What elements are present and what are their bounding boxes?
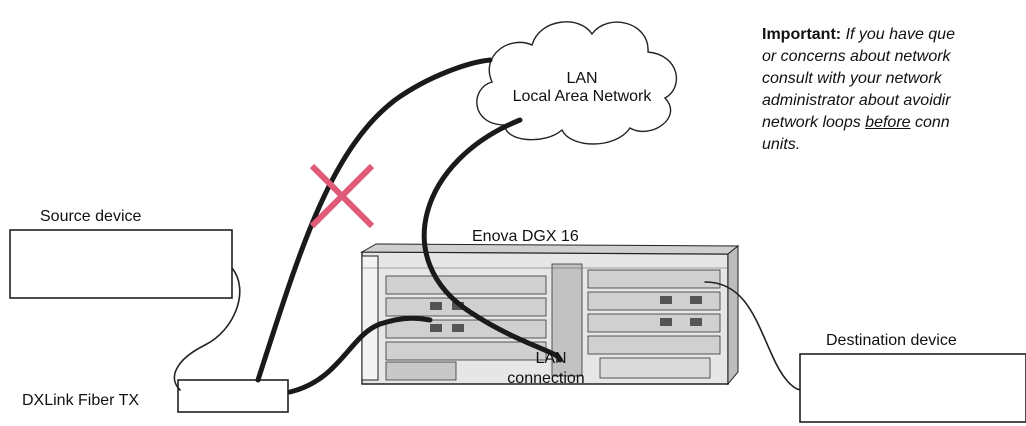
destination-device-label: Destination device [826, 332, 957, 349]
crossed-lan-cable [255, 57, 493, 383]
note-line6: units. [762, 136, 801, 153]
note-line1: If you have que [845, 26, 955, 43]
source-device-label: Source device [40, 208, 142, 225]
note-lead: Important: [762, 26, 842, 43]
enova-dgx-chassis [360, 243, 740, 386]
lan-connection-label-2: connection [507, 370, 585, 387]
lan-connection-label-1: LAN [535, 350, 567, 367]
dgx-lan-cable [421, 117, 563, 363]
dgx-to-destination-cable [704, 281, 801, 391]
cloud-lan-label: LAN [566, 70, 598, 87]
cloud-network-label: Local Area Network [512, 88, 652, 105]
source-device-box [9, 229, 233, 299]
source-to-tx-cable [173, 267, 241, 391]
note-line5-before: network loops [762, 114, 861, 131]
not-allowed-x-mark [309, 163, 375, 229]
note-line2: or concerns about network [762, 48, 951, 65]
note-line4: administrator about avoidir [762, 92, 951, 109]
important-note: Important: If you have que or concerns a… [762, 24, 1026, 156]
note-line5-after: conn [915, 114, 950, 131]
note-line3: consult with your network [762, 70, 942, 87]
dxlink-tx-box [177, 379, 289, 413]
destination-device-box [799, 353, 1026, 423]
dxlink-tx-label: DXLink Fiber TX [22, 392, 140, 409]
tx-to-dgx-cable [287, 315, 433, 395]
enova-dgx-label: Enova DGX 16 [472, 228, 579, 245]
note-line5-underlined: before [865, 114, 911, 131]
